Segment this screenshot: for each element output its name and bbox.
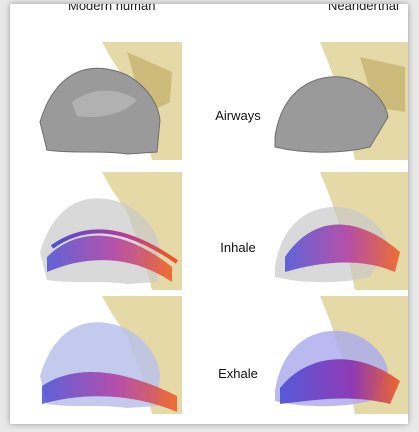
panel-modern-airways <box>32 42 182 160</box>
figure-frame: Modern human Neanderthal Airways <box>10 4 408 424</box>
panel-modern-exhale <box>32 296 182 414</box>
panel-neanderthal-airways <box>260 42 408 160</box>
panel-neanderthal-inhale <box>260 172 408 290</box>
panel-modern-inhale <box>32 172 182 290</box>
column-header-neanderthal: Neanderthal <box>328 4 399 13</box>
column-header-modern-human: Modern human <box>68 4 155 13</box>
panel-neanderthal-exhale <box>260 296 408 414</box>
